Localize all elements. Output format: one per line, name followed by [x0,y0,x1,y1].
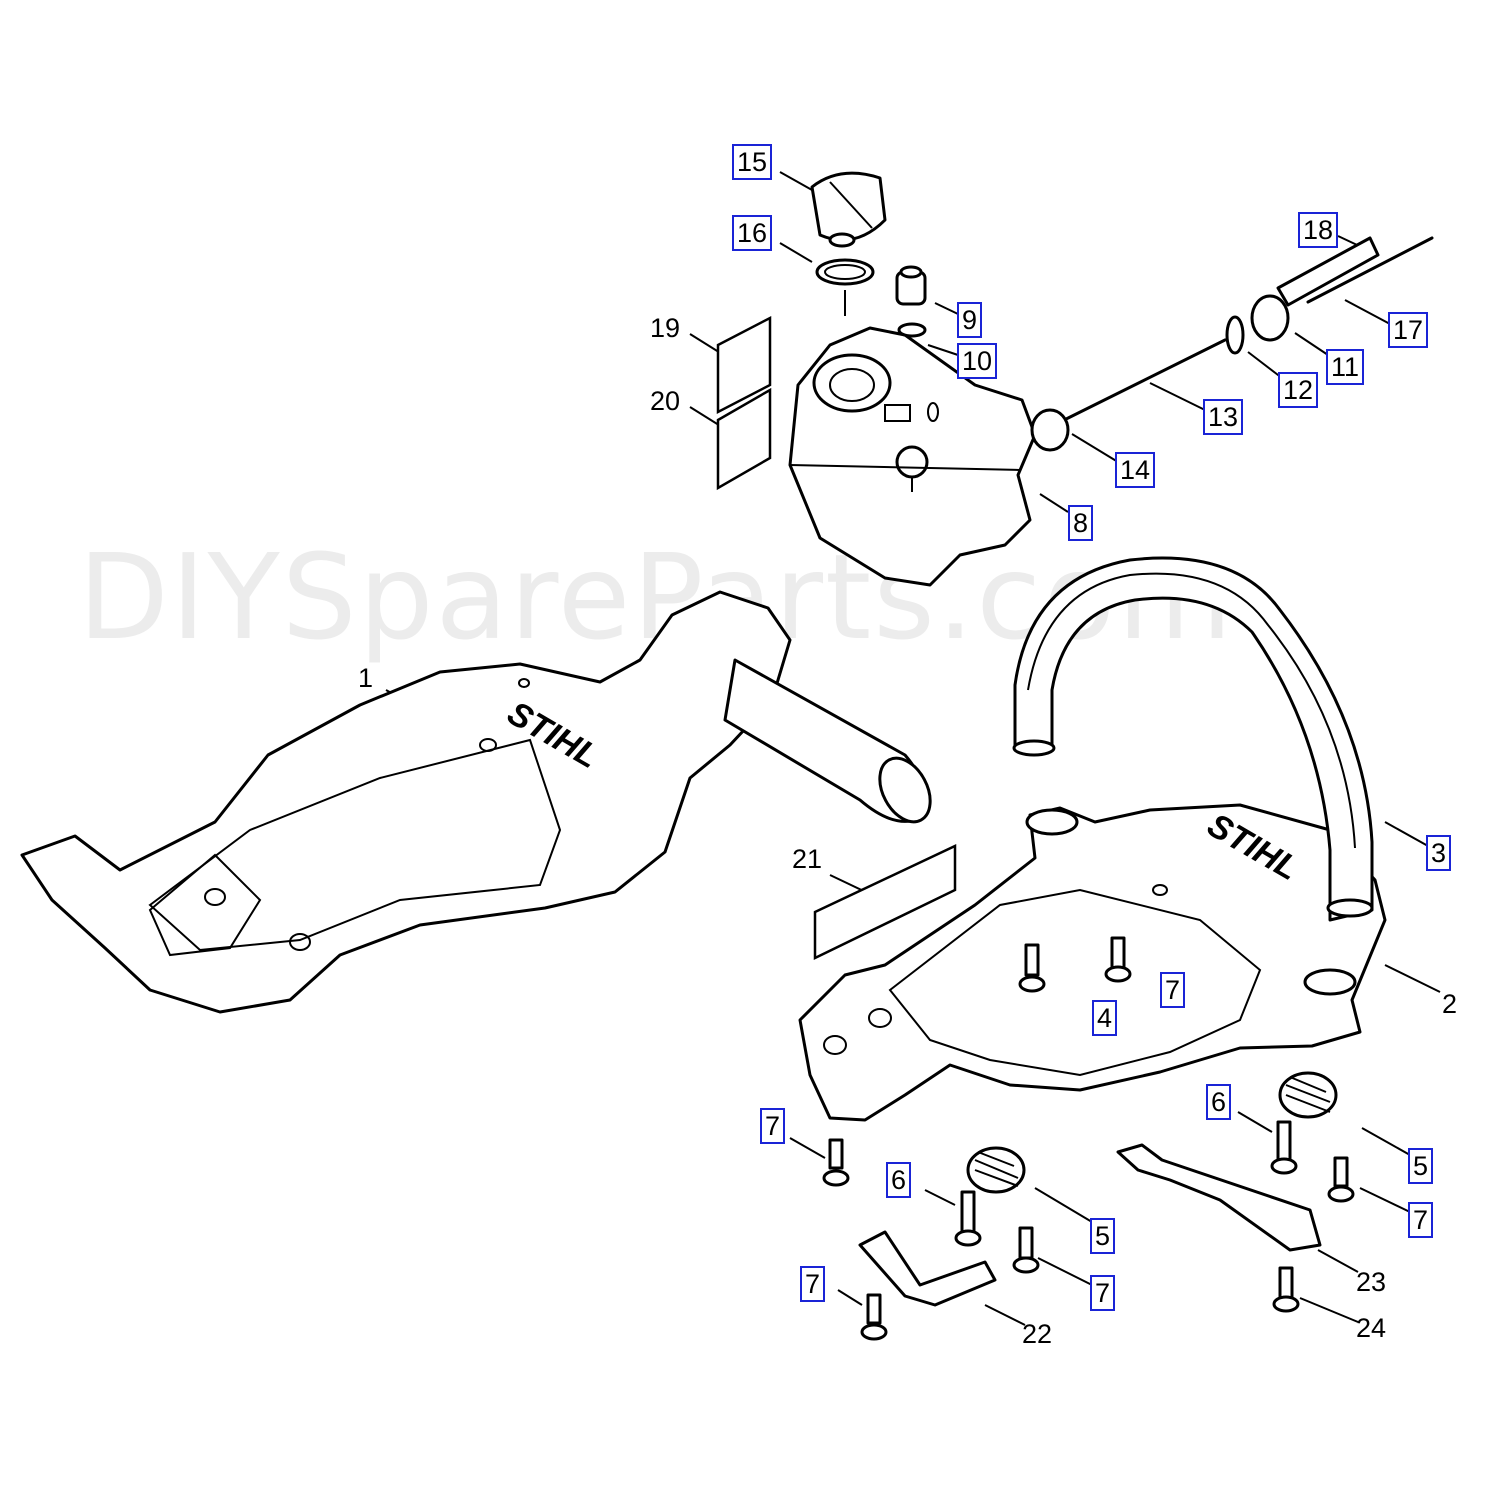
screw-hardware [822,936,1355,1341]
fuel-tank [788,326,1037,587]
callout-13[interactable]: 13 [1203,399,1244,435]
callout-3[interactable]: 3 [1426,835,1452,871]
warning-labels [716,315,957,960]
callout-15[interactable]: 15 [732,144,773,180]
callout-5[interactable]: 5 [1090,1218,1116,1254]
callout-9[interactable]: 9 [957,302,983,338]
callout-2: 2 [1442,989,1458,1019]
callout-20: 20 [650,386,681,416]
callout-8[interactable]: 8 [1068,505,1094,541]
callout-6[interactable]: 6 [1206,1084,1232,1120]
callout-4[interactable]: 4 [1092,1000,1118,1036]
o-ring [815,258,875,316]
callout-12[interactable]: 12 [1278,372,1319,408]
callout-22: 22 [1022,1319,1053,1349]
callout-10[interactable]: 10 [957,343,998,379]
callout-1: 1 [358,663,374,693]
callout-11[interactable]: 11 [1326,349,1365,385]
leader-lines [385,171,1441,1326]
tank-vent [895,265,927,306]
mounting-brackets [858,1143,1322,1307]
tank-cap [810,171,887,248]
callout-5[interactable]: 5 [1408,1148,1434,1184]
loop-handle [1012,556,1374,922]
callout-14[interactable]: 14 [1115,452,1156,488]
callout-21: 21 [792,844,823,874]
damping-springs [966,1071,1338,1194]
callout-7[interactable]: 7 [1160,972,1186,1008]
callout-23: 23 [1356,1267,1387,1297]
fuel-pickup-assembly [1030,236,1434,452]
callout-18[interactable]: 18 [1298,212,1339,248]
callout-7[interactable]: 7 [800,1266,826,1302]
callout-24: 24 [1356,1313,1387,1343]
callout-17[interactable]: 17 [1388,312,1429,348]
washer [897,322,927,338]
callout-6[interactable]: 6 [886,1162,912,1198]
rear-handle-housing: STIHL [20,590,932,1014]
callout-16[interactable]: 16 [732,215,773,251]
callout-7[interactable]: 7 [760,1108,786,1144]
callout-19: 19 [650,313,681,343]
front-handle-base: STIHL [798,803,1387,1122]
callout-7[interactable]: 7 [1408,1202,1434,1238]
callout-7[interactable]: 7 [1090,1275,1116,1311]
